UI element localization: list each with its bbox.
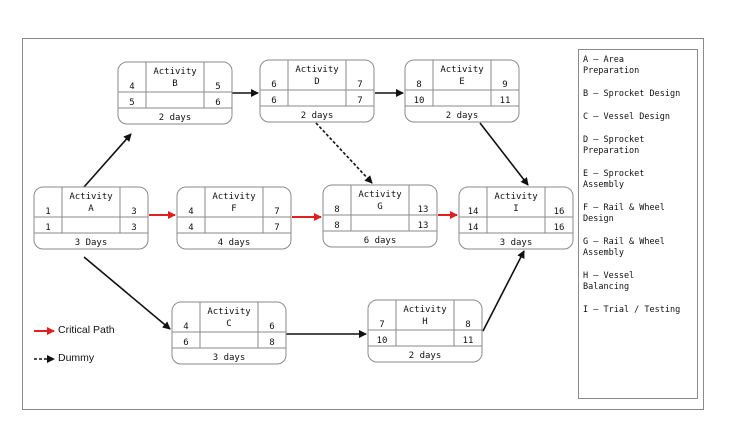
legend-item: B – Sprocket Design [583, 89, 681, 99]
latest-finish: 8 [269, 338, 274, 348]
activity-label: Activity [494, 192, 538, 202]
earliest-finish: 8 [465, 320, 470, 330]
latest-finish: 11 [500, 96, 511, 106]
edge-a-b [83, 133, 132, 188]
legend-item: D – Sprocket Preparation [583, 135, 645, 156]
activity-duration: 3 days [213, 353, 246, 363]
latest-start: 5 [129, 98, 134, 108]
earliest-start: 4 [129, 82, 134, 92]
activity-duration: 2 days [446, 111, 479, 121]
activity-duration: 2 days [409, 351, 442, 361]
earliest-finish: 9 [502, 80, 507, 90]
activity-letter: H [422, 317, 427, 327]
activity-duration: 3 Days [75, 238, 108, 248]
earliest-start: 4 [188, 207, 193, 217]
critical-path-key-label: Critical Path [58, 324, 115, 336]
legend-item: E – Sprocket Assembly [583, 169, 645, 190]
legend-item: C – Vessel Design [583, 112, 670, 122]
activity-letter: C [226, 319, 231, 329]
earliest-start: 7 [379, 320, 384, 330]
earliest-finish: 7 [357, 80, 362, 90]
activity-label: Activity [69, 192, 113, 202]
latest-finish: 13 [418, 221, 429, 231]
activity-letter: I [513, 204, 518, 214]
activity-duration: 2 days [301, 111, 334, 121]
edge-h-i [482, 250, 525, 332]
activity-duration: 4 days [218, 238, 251, 248]
earliest-start: 14 [468, 207, 479, 217]
legend-item: I – Trial / Testing [583, 305, 681, 315]
activity-label: Activity [440, 65, 484, 75]
activity-duration: 6 days [364, 236, 397, 246]
legend-item: A – Area Preparation [583, 55, 640, 76]
activity-duration: 3 days [500, 238, 533, 248]
legend-item: H – Vessel Balancing [583, 271, 635, 292]
latest-start: 10 [414, 96, 425, 106]
activity-label: Activity [358, 190, 402, 200]
latest-finish: 6 [215, 98, 220, 108]
earliest-finish: 16 [554, 207, 565, 217]
earliest-start: 8 [416, 80, 421, 90]
latest-finish: 3 [131, 223, 136, 233]
activity-letter: E [459, 77, 464, 87]
latest-finish: 7 [357, 96, 362, 106]
earliest-start: 1 [45, 207, 50, 217]
diagram-frame [22, 38, 704, 410]
edge-d-g [315, 122, 373, 184]
legend-item: G – Rail & Wheel Assembly [583, 237, 665, 258]
earliest-finish: 5 [215, 82, 220, 92]
latest-finish: 7 [274, 223, 279, 233]
activity-label: Activity [295, 65, 339, 75]
latest-finish: 11 [463, 336, 474, 346]
earliest-finish: 6 [269, 322, 274, 332]
legend-item: F – Rail & Wheel Design [583, 203, 665, 224]
latest-start: 10 [377, 336, 388, 346]
latest-start: 4 [188, 223, 193, 233]
latest-start: 8 [334, 221, 339, 231]
latest-start: 6 [271, 96, 276, 106]
edge-e-i [479, 122, 529, 186]
activity-duration: 2 days [159, 113, 192, 123]
earliest-finish: 7 [274, 207, 279, 217]
activity-label: Activity [212, 192, 256, 202]
activity-letter: F [231, 204, 236, 214]
earliest-start: 4 [183, 322, 188, 332]
dummy-key-label: Dummy [58, 352, 95, 364]
latest-start: 1 [45, 223, 50, 233]
latest-start: 14 [468, 223, 479, 233]
earliest-finish: 3 [131, 207, 136, 217]
earliest-start: 8 [334, 205, 339, 215]
earliest-finish: 13 [418, 205, 429, 215]
activity-label: Activity [153, 67, 197, 77]
activity-letter: D [314, 77, 319, 87]
activity-label: Activity [403, 305, 447, 315]
earliest-start: 6 [271, 80, 276, 90]
activity-letter: G [377, 202, 382, 212]
activity-label: Activity [207, 307, 251, 317]
activity-letter: A [88, 204, 94, 214]
activity-letter: B [172, 79, 177, 89]
edge-a-c [83, 256, 171, 330]
latest-finish: 16 [554, 223, 565, 233]
latest-start: 6 [183, 338, 188, 348]
